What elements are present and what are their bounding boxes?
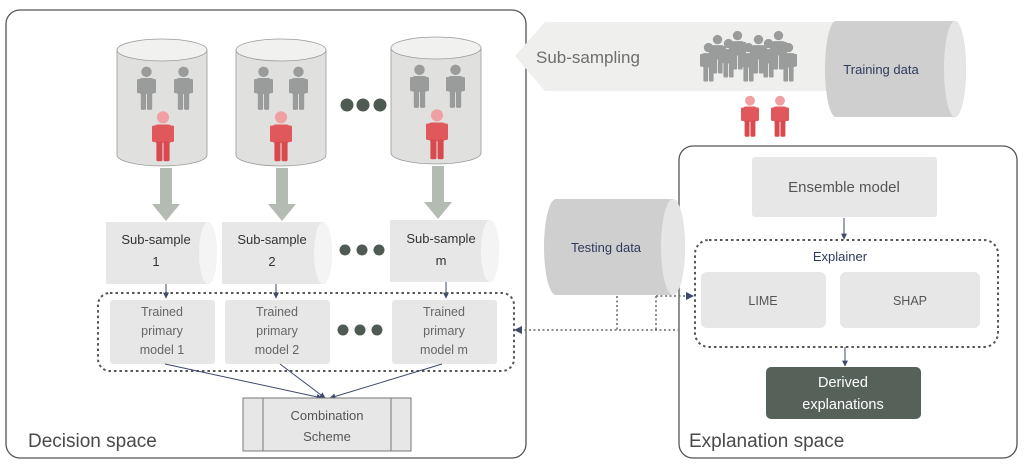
explanation-space-label: Explanation space: [689, 431, 844, 452]
subsample-2-index: 2: [268, 254, 275, 269]
lime-box: LIME: [701, 272, 826, 328]
testing-data-cylinder: Testing data: [544, 199, 685, 295]
subsample-2-label: Sub-sample: [237, 232, 306, 247]
ensemble-model: Ensemble model: [752, 157, 937, 217]
person-red-icon: [771, 95, 789, 137]
model-to-combination-arrows: [164, 363, 443, 400]
subsampling-arrow: [515, 22, 880, 91]
derived-line2: explanations: [802, 397, 883, 413]
subsampling-label: Sub-sampling: [536, 48, 640, 67]
ellipsis-dots-subsamples: [339, 244, 385, 256]
testing-data-connector: [520, 295, 688, 331]
ellipsis-dots-models: [337, 324, 383, 336]
ellipsis-dots-cylinders: [340, 98, 387, 112]
training-data-cylinder: Training data: [825, 21, 966, 117]
decision-space-label: Decision space: [28, 431, 157, 452]
subsample-down-arrows: [152, 166, 452, 221]
model-2-line3: model 2: [255, 343, 300, 357]
down-arrow: [268, 168, 296, 221]
down-arrow: [424, 166, 452, 219]
model-1-line3: model 1: [140, 343, 185, 357]
arrow-to-explainer: [686, 292, 694, 300]
ensemble-model-label: Ensemble model: [788, 179, 900, 196]
testing-data-label: Testing data: [571, 240, 642, 255]
lime-label: LIME: [748, 294, 777, 308]
shap-label: SHAP: [893, 294, 927, 308]
subsample-1-index: 1: [152, 254, 159, 269]
model-m-line2: primary: [423, 324, 465, 338]
subsample-cylinder-1: [116, 38, 208, 167]
model-m-line1: Trained: [423, 305, 465, 319]
subsample-m-label: Sub-sample: [406, 231, 475, 246]
person-red-icon: [741, 95, 759, 137]
derived-line1: Derived: [818, 375, 868, 391]
subsample-1-label: Sub-sample: [121, 232, 190, 247]
trained-model-m: Trained primary model m: [392, 300, 497, 364]
explainer-title: Explainer: [813, 249, 868, 264]
subsample-1: Sub-sample 1: [106, 222, 217, 284]
subsample-m-index: m: [436, 253, 447, 268]
subsample-m: Sub-sample m: [390, 220, 499, 282]
down-arrow: [152, 168, 180, 221]
arrow-to-models: [514, 326, 522, 334]
subsample-2: Sub-sample 2: [222, 222, 332, 284]
explainer-group: [694, 239, 999, 348]
subsample-to-model-arrows: [163, 282, 449, 299]
combination-line1: Combination: [291, 408, 364, 423]
combination-scheme: Combination Scheme: [242, 397, 412, 452]
model-2-line1: Trained: [256, 305, 298, 319]
trained-model-1: Trained primary model 1: [110, 300, 215, 364]
training-data-label: Training data: [843, 62, 919, 77]
model-1-line2: primary: [141, 324, 183, 338]
model-2-line2: primary: [256, 324, 298, 338]
subsample-cylinder-2: [235, 38, 327, 167]
trained-model-2: Trained primary model 2: [225, 300, 330, 364]
model-m-line3: model m: [420, 343, 468, 357]
derived-explanations: Derived explanations: [766, 367, 921, 419]
model-1-line1: Trained: [141, 305, 183, 319]
combination-line2: Scheme: [303, 429, 351, 444]
shap-box: SHAP: [840, 272, 980, 328]
subsample-cylinder-m: [390, 36, 482, 165]
